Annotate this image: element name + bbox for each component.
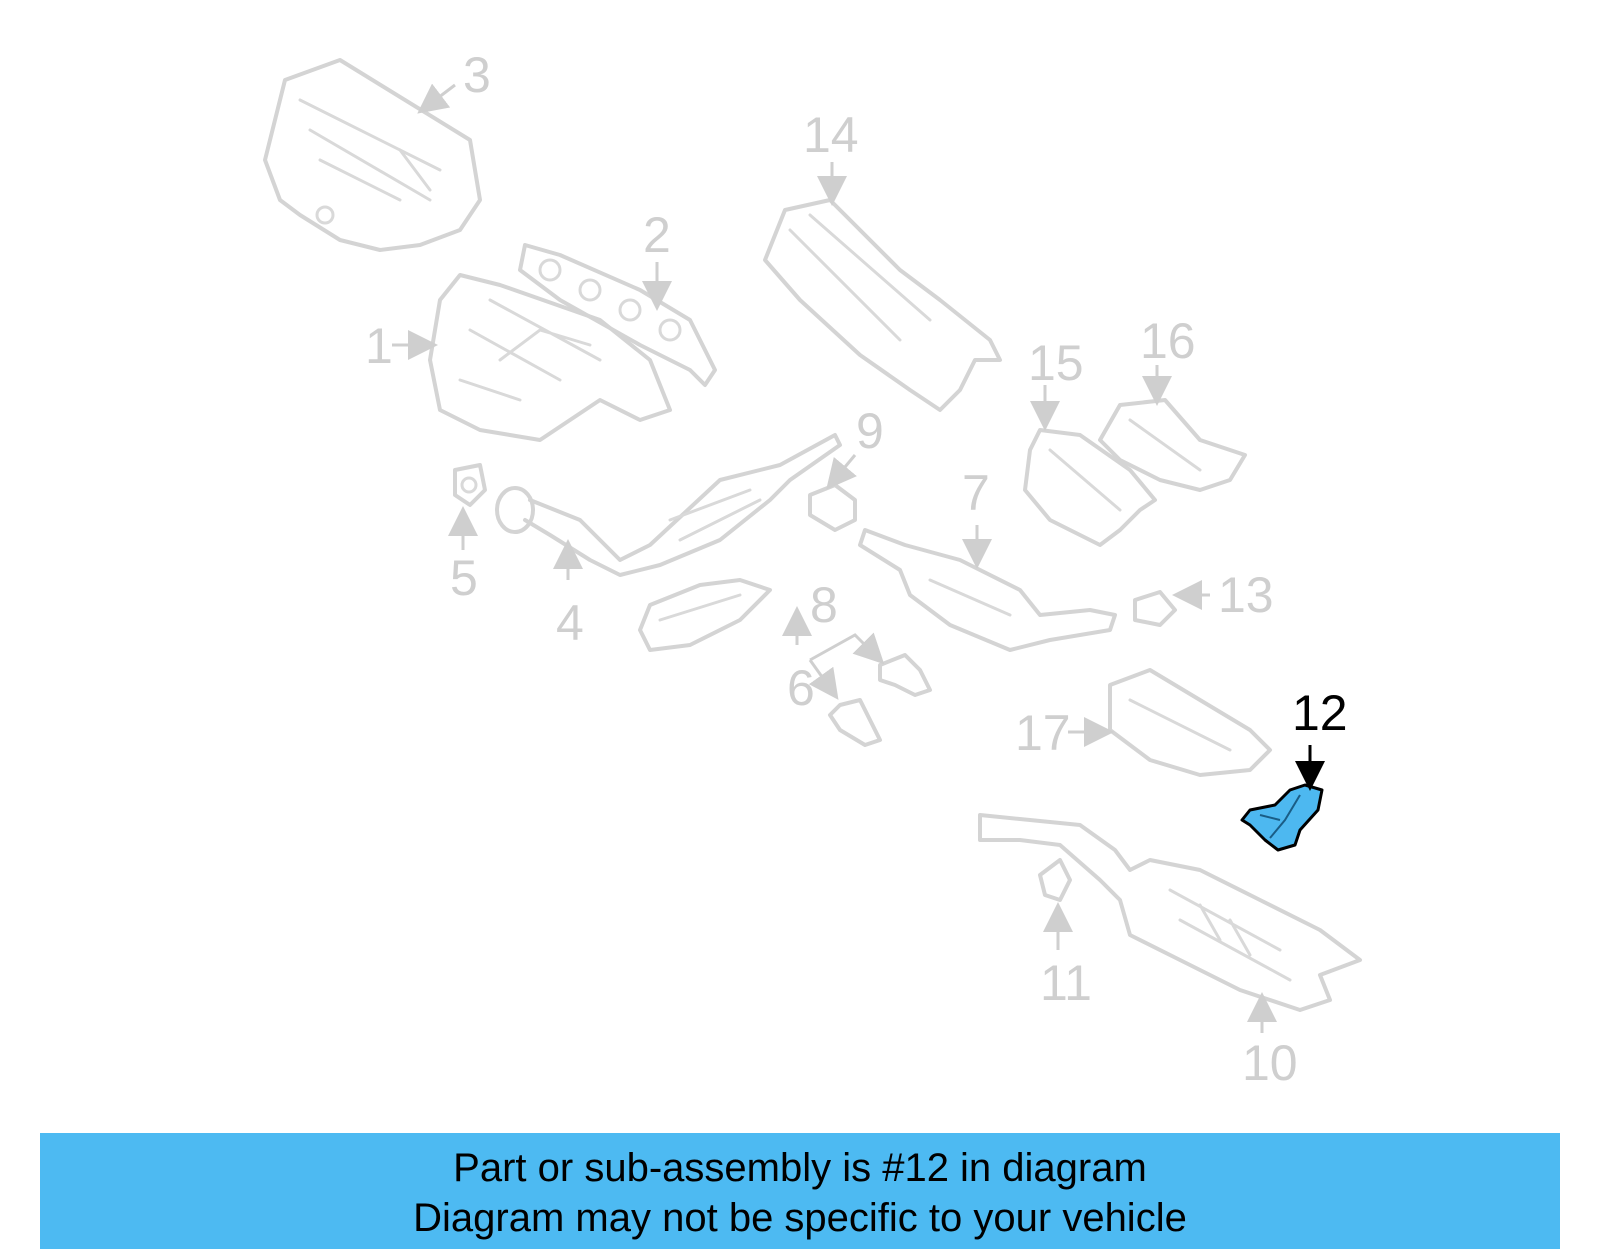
callout-13: 13 (1218, 567, 1274, 623)
part-3-heat-shield (263, 58, 482, 252)
banner-line-1: Part or sub-assembly is #12 in diagram (453, 1146, 1147, 1190)
callout-2: 2 (643, 207, 671, 263)
part-13-clamp (1133, 590, 1177, 627)
callout-9: 9 (856, 403, 884, 459)
callout-15: 15 (1028, 335, 1084, 391)
part-16-heat-shield (1098, 398, 1247, 492)
part-4-front-pipe (495, 433, 842, 577)
part-6-hanger (828, 698, 882, 747)
callout-4: 4 (556, 595, 584, 651)
callout-12: 12 (1292, 685, 1348, 741)
leader-lines (392, 83, 1325, 1033)
part-14-heat-shield (763, 198, 1002, 412)
callout-8: 8 (810, 577, 838, 633)
leader-6 (809, 632, 885, 665)
part-5-gasket (453, 463, 487, 507)
banner-line-2: Diagram may not be specific to your vehi… (413, 1196, 1187, 1240)
callout-17: 17 (1015, 705, 1071, 761)
part-15-heat-shield (1023, 428, 1157, 547)
part-11-hanger (1038, 858, 1072, 902)
callout-1: 1 (365, 318, 393, 374)
part-12-heat-shield (1240, 783, 1324, 852)
leader-3 (417, 83, 456, 114)
part-7-center-pipe (858, 528, 1117, 652)
callout-6: 6 (787, 660, 815, 716)
callout-16: 16 (1140, 313, 1196, 369)
part-2-gasket (518, 243, 717, 387)
callout-11: 11 (1040, 955, 1092, 1011)
lower-heat-shield (638, 578, 772, 652)
part-9-clamp (808, 483, 857, 532)
part-8-hanger (878, 653, 932, 697)
part-1-exhaust-manifold (428, 273, 672, 442)
callout-5: 5 (450, 550, 478, 606)
callout-14: 14 (803, 107, 859, 163)
exhaust-parts-diagram: 3 2 1 14 15 16 9 7 5 4 13 8 6 17 12 11 1… (263, 47, 1362, 1091)
callout-10: 10 (1242, 1035, 1298, 1091)
callout-numbers: 3 2 1 14 15 16 9 7 5 4 13 8 6 17 12 11 1… (365, 47, 1348, 1091)
info-banner: Part or sub-assembly is #12 in diagram D… (40, 1133, 1560, 1249)
part-17-heat-shield (1108, 668, 1272, 777)
leader-9 (826, 454, 857, 490)
callout-3: 3 (463, 47, 491, 103)
part-10-rear-muffler (978, 813, 1362, 1012)
leader-6b (808, 659, 839, 700)
callout-7: 7 (962, 465, 990, 521)
